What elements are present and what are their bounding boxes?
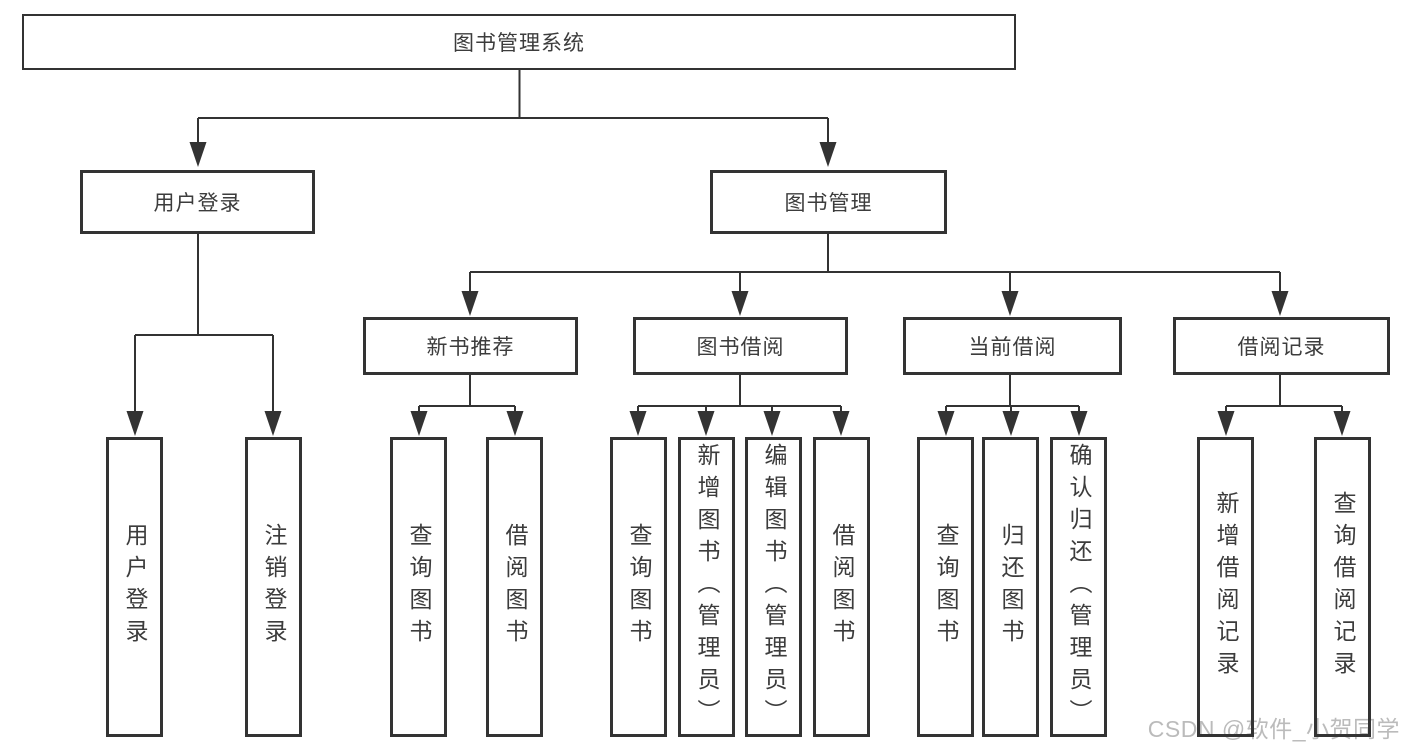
node-label: 图书管理 xyxy=(784,192,873,215)
leaf-return-books: 归还图书 xyxy=(982,437,1039,737)
leaf-confirm-return-admin: 确认归还（管理员） xyxy=(1050,437,1107,737)
node-label: 图书管理系统 xyxy=(453,32,585,55)
leaf-edit-books-admin: 编辑图书（管理员） xyxy=(745,437,802,737)
node-library-system: 图书管理系统 xyxy=(22,14,1016,70)
node-label: 用户登录 xyxy=(153,192,242,215)
node-label: 新增图书（管理员） xyxy=(694,443,720,731)
node-label: 查询图书 xyxy=(626,523,652,651)
node-label: 图书借阅 xyxy=(696,336,785,359)
csdn-watermark: CSDN @软件_小贺同学 xyxy=(1147,716,1400,742)
node-user-login: 用户登录 xyxy=(80,170,315,234)
node-borrow-records: 借阅记录 xyxy=(1173,317,1390,375)
node-label: 编辑图书（管理员） xyxy=(761,443,787,731)
node-new-book-recommend: 新书推荐 xyxy=(363,317,578,375)
node-label: 注销登录 xyxy=(261,523,287,651)
connector-root-to-level2 xyxy=(189,70,837,167)
connector-current-borrow-to-leaves xyxy=(937,374,1088,436)
leaf-query-books-borrow: 查询图书 xyxy=(610,437,667,737)
leaf-add-borrow-record: 新增借阅记录 xyxy=(1197,437,1254,737)
node-label: 查询图书 xyxy=(406,523,432,651)
node-label: 查询借阅记录 xyxy=(1330,491,1356,683)
leaf-borrow-books: 借阅图书 xyxy=(813,437,870,737)
node-label: 确认归还（管理员） xyxy=(1066,443,1092,731)
node-label: 当前借阅 xyxy=(968,336,1057,359)
node-current-borrow: 当前借阅 xyxy=(903,317,1122,375)
leaf-add-books-admin: 新增图书（管理员） xyxy=(678,437,735,737)
node-label: 借阅图书 xyxy=(502,523,528,651)
leaf-query-books-recommend: 查询图书 xyxy=(390,437,447,737)
connector-new-book-to-leaves xyxy=(410,374,524,436)
leaf-user-login: 用户登录 xyxy=(106,437,163,737)
connector-book-borrow-to-leaves xyxy=(629,374,850,436)
node-label: 借阅图书 xyxy=(829,523,855,651)
node-label: 借阅记录 xyxy=(1237,336,1326,359)
leaf-query-borrow-record: 查询借阅记录 xyxy=(1314,437,1371,737)
node-book-management: 图书管理 xyxy=(710,170,947,234)
node-label: 查询图书 xyxy=(933,523,959,651)
connector-book-management-to-level3 xyxy=(461,234,1289,316)
leaf-logout: 注销登录 xyxy=(245,437,302,737)
connector-borrow-records-to-leaves xyxy=(1217,374,1351,436)
node-label: 用户登录 xyxy=(122,523,148,651)
leaf-borrow-books-recommend: 借阅图书 xyxy=(486,437,543,737)
node-label: 新增借阅记录 xyxy=(1213,491,1239,683)
node-label: 归还图书 xyxy=(998,523,1024,651)
leaf-query-books-current: 查询图书 xyxy=(917,437,974,737)
node-book-borrow: 图书借阅 xyxy=(633,317,848,375)
connector-user-login-to-leaves xyxy=(126,234,282,436)
node-label: 新书推荐 xyxy=(426,336,515,359)
